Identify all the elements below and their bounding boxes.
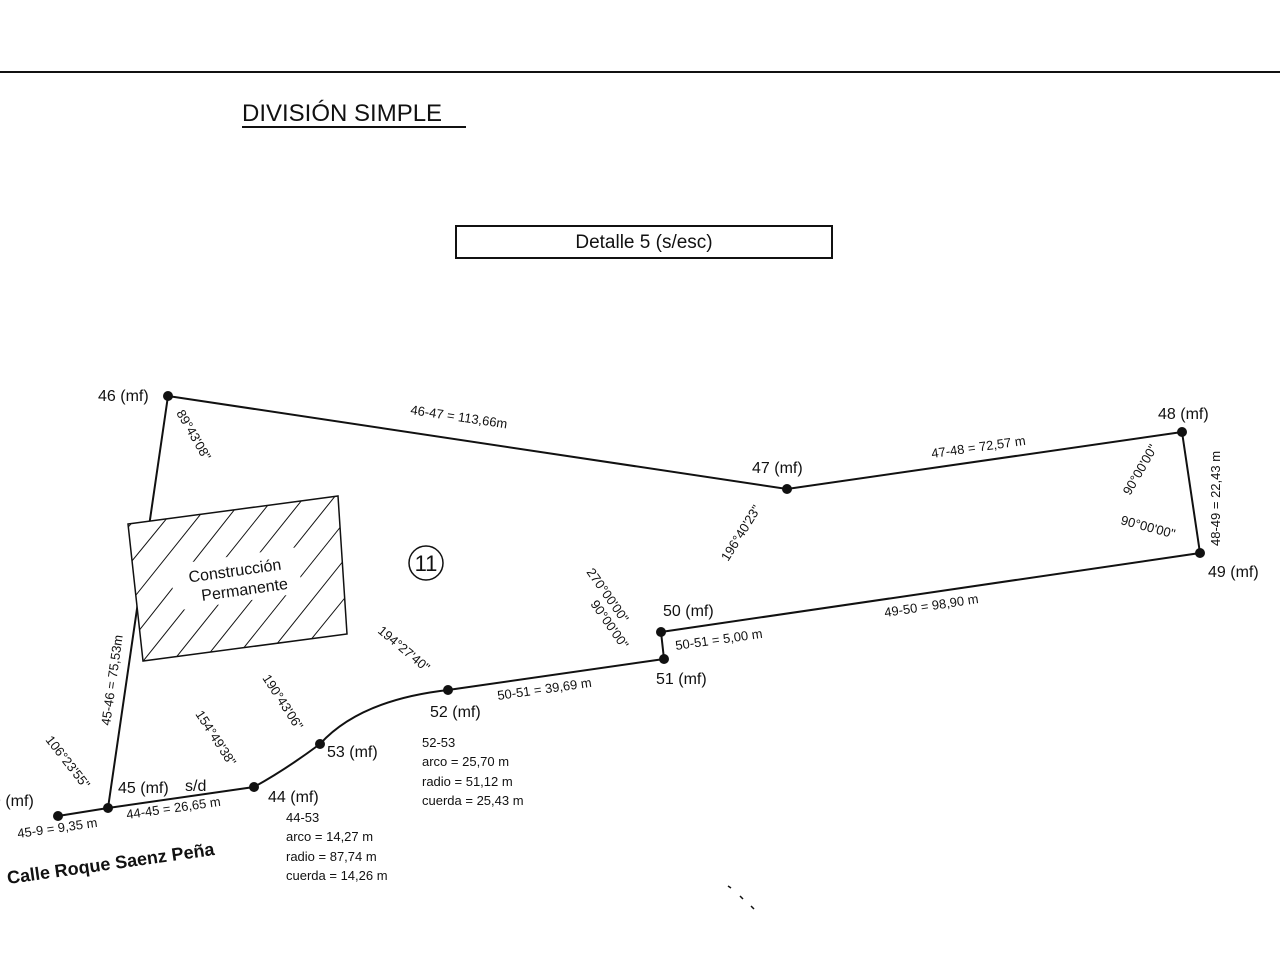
vertex-53: [315, 739, 325, 749]
construction-block: Construcción Permanente: [127, 495, 348, 662]
svg-text:cuerda = 14,26 m: cuerda = 14,26 m: [286, 868, 388, 883]
point-label-45: 45 (mf): [118, 780, 169, 797]
angle-53: 190°43'06": [259, 671, 306, 732]
vertex-46: [163, 391, 173, 401]
dim-50-51-long: 50-51 = 39,69 m: [496, 675, 592, 703]
vertex-50: [656, 627, 666, 637]
svg-text:radio = 51,12 m: radio = 51,12 m: [422, 774, 513, 789]
lot-number-circle: [408, 545, 444, 581]
dim-48-49: 48-49 = 22,43 m: [1208, 451, 1223, 546]
plan-title: DIVISIÓN SIMPLE: [242, 100, 442, 127]
vertex-markers: [53, 391, 1205, 821]
stray-marks: [727, 885, 755, 910]
svg-text:arco = 14,27 m: arco = 14,27 m: [286, 829, 373, 844]
dim-46-47: 46-47 = 113,66m: [410, 402, 509, 431]
vertex-9: [53, 811, 63, 821]
point-label-52: 52 (mf): [430, 704, 481, 721]
angle-45: 106°23'55": [43, 733, 94, 792]
point-label-51: 51 (mf): [656, 671, 707, 688]
point-label-50: 50 (mf): [663, 603, 714, 620]
point-label-48: 48 (mf): [1158, 406, 1209, 423]
dim-49-50: 49-50 = 98,90 m: [883, 591, 979, 620]
point-label-47: 47 (mf): [752, 460, 803, 477]
point-label-44: 44 (mf): [268, 789, 319, 806]
vertex-48: [1177, 427, 1187, 437]
svg-text:arco = 25,70 m: arco = 25,70 m: [422, 754, 509, 769]
angle-44: 154°49'38": [192, 707, 239, 768]
svg-text:44-53: 44-53: [286, 810, 319, 825]
point-label-9: 9 (mf): [0, 793, 34, 810]
sd-label: s/d: [185, 778, 206, 795]
lot-number: 11: [415, 551, 438, 576]
point-label-46: 46 (mf): [98, 388, 149, 405]
angle-52: 194°27'40": [375, 623, 433, 675]
angle-49: 90°00'00": [1119, 512, 1177, 541]
svg-text:cuerda = 25,43 m: cuerda = 25,43 m: [422, 793, 524, 808]
street-name: Calle Roque Saenz Peña: [6, 839, 217, 888]
detail-label: Detalle 5 (s/esc): [575, 232, 712, 253]
vertex-45: [103, 803, 113, 813]
detail-box: [455, 225, 833, 259]
curve-note-52-53: 52-53 arco = 25,70 m radio = 51,12 m cue…: [422, 735, 524, 808]
point-label-49: 49 (mf): [1208, 564, 1259, 581]
dim-50-51-short: 50-51 = 5,00 m: [674, 626, 763, 653]
svg-text:52-53: 52-53: [422, 735, 455, 750]
curve-note-44-53: 44-53 arco = 14,27 m radio = 87,74 m cue…: [286, 810, 388, 883]
vertex-52: [443, 685, 453, 695]
vertex-47: [782, 484, 792, 494]
vertex-51: [659, 654, 669, 664]
angle-48: 90°00'00": [1120, 441, 1161, 497]
svg-text:radio = 87,74 m: radio = 87,74 m: [286, 849, 377, 864]
vertex-44: [249, 782, 259, 792]
point-label-53: 53 (mf): [327, 744, 378, 761]
angle-47: 196°40'23": [718, 502, 764, 564]
angle-46: 89°43'08": [173, 407, 214, 463]
vertex-49: [1195, 548, 1205, 558]
